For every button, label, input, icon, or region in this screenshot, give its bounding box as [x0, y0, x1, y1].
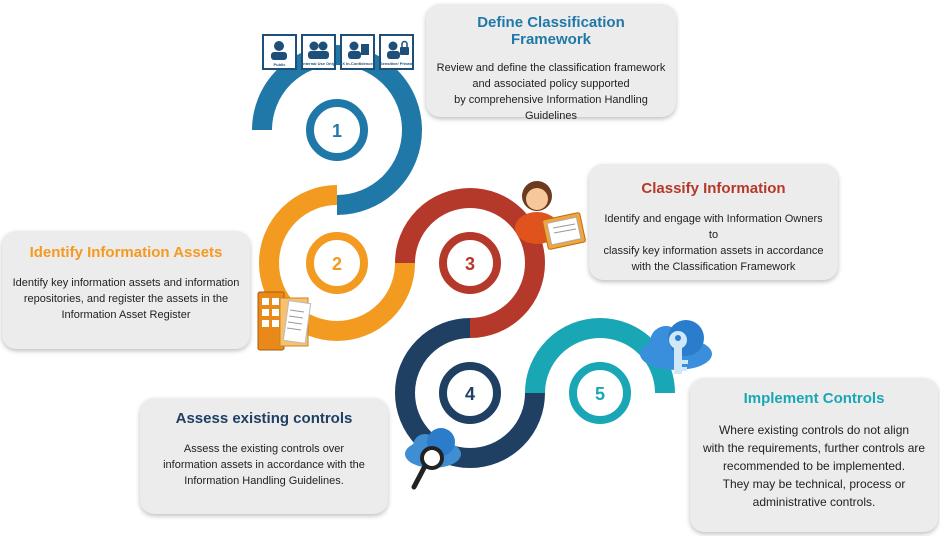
- step-5-circle: 5: [569, 362, 631, 424]
- step-2-number: 2: [332, 254, 342, 274]
- step-1-circle: 1: [306, 99, 368, 161]
- step-4-description: Assess the existing controls over inform…: [163, 443, 365, 487]
- step-5-description: Where existing controls do not align wit…: [702, 423, 926, 509]
- cloud-key-icon: [640, 320, 712, 374]
- step-5-title: Implement Controls: [743, 390, 885, 407]
- step-3-card: Classify Information Identify and engage…: [589, 164, 838, 280]
- step-4-title: Assess existing controls: [175, 410, 353, 427]
- step-1-arc: [252, 45, 422, 215]
- step-4-number: 4: [465, 384, 475, 404]
- step-1-card: Define Classification Framework Review a…: [426, 4, 676, 122]
- step-5-card: Implement Controls Where existing contro…: [690, 378, 938, 532]
- step-2-title: Identify Information Assets: [29, 244, 223, 261]
- label-internal-use-only: Internal Use Only: [302, 61, 336, 66]
- cloud-search-icon: [405, 428, 461, 490]
- label-in-confidence: X In-Confidence: [342, 61, 373, 66]
- step-3-number: 3: [465, 254, 475, 274]
- label-sensitive-private: Sensitive/ Private: [380, 61, 414, 66]
- step-4-card: Assess existing controls Assess the exis…: [140, 398, 388, 514]
- classification-labels-icon: Public Internal Use Only X In-Confidence…: [262, 34, 414, 70]
- step-3-description: Identify and engage with Information Own…: [603, 213, 824, 273]
- step-2-description: Identify key information assets and info…: [12, 277, 240, 321]
- step-1-title: Define Classification Framework: [477, 14, 625, 48]
- documents-folder-icon: [257, 291, 312, 351]
- step-3-circle: 3: [439, 232, 501, 294]
- step-4-circle: 4: [439, 362, 501, 424]
- step-1-number: 1: [332, 121, 342, 141]
- step-5-number: 5: [595, 384, 605, 404]
- step-2-circle: 2: [306, 232, 368, 294]
- label-public: Public: [273, 62, 286, 67]
- step-1-description: Review and define the classification fra…: [436, 62, 666, 122]
- step-3-title: Classify Information: [641, 180, 786, 197]
- step-2-card: Identify Information Assets Identify key…: [2, 231, 250, 349]
- person-folder-icon: [515, 181, 586, 250]
